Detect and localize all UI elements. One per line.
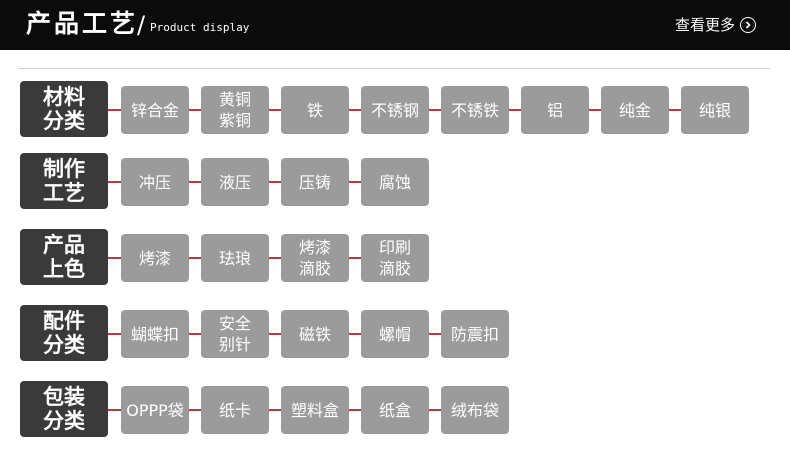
- category-label: 制作 工艺: [20, 153, 108, 209]
- option-chip[interactable]: 塑料盒: [281, 386, 349, 434]
- option-chip[interactable]: 纸盒: [361, 386, 429, 434]
- option-chip[interactable]: 烤漆 滴胶: [281, 234, 349, 282]
- option-chip[interactable]: 纯银: [681, 86, 749, 134]
- page-header: 产品工艺 / Product display 查看更多: [0, 0, 790, 50]
- option-chip[interactable]: 液压: [201, 158, 269, 206]
- option-chip[interactable]: 蝴蝶扣: [121, 310, 189, 358]
- category-label: 产品 上色: [20, 229, 108, 285]
- option-chip[interactable]: 烤漆: [121, 234, 189, 282]
- page-subtitle: Product display: [150, 21, 250, 34]
- option-chip[interactable]: 纯金: [601, 86, 669, 134]
- option-chip[interactable]: 珐琅: [201, 234, 269, 282]
- option-chip[interactable]: 铝: [521, 86, 589, 134]
- category-label: 配件 分类: [20, 305, 108, 361]
- category-row: 配件 分类蝴蝶扣安全 别针磁铁螺帽防震扣: [20, 305, 780, 363]
- option-chip[interactable]: 安全 别针: [201, 310, 269, 358]
- category-row: 包装 分类 OPPP袋纸卡塑料盒纸盒绒布袋: [20, 381, 780, 439]
- category-label: 包装 分类: [20, 381, 108, 437]
- category-row: 材料 分类锌合金黄铜 紫铜铁不锈钢不锈铁铝纯金纯银: [20, 81, 780, 139]
- option-chip[interactable]: 锌合金: [121, 86, 189, 134]
- option-chip[interactable]: 铁: [281, 86, 349, 134]
- option-chip[interactable]: 不锈铁: [441, 86, 509, 134]
- view-more-label: 查看更多: [674, 16, 735, 34]
- option-chip[interactable]: 不锈钢: [361, 86, 429, 134]
- option-chip[interactable]: 腐蚀: [361, 158, 429, 206]
- option-chip[interactable]: 印刷 滴胶: [361, 234, 429, 282]
- title-slash: /: [137, 11, 146, 39]
- option-chip[interactable]: OPPP袋: [121, 386, 189, 434]
- option-chip[interactable]: 黄铜 紫铜: [201, 86, 269, 134]
- page-title: 产品工艺: [26, 9, 139, 38]
- view-more-link[interactable]: 查看更多: [675, 15, 756, 35]
- option-chip[interactable]: 冲压: [121, 158, 189, 206]
- option-chip[interactable]: 螺帽: [361, 310, 429, 358]
- option-chip[interactable]: 绒布袋: [441, 386, 509, 434]
- category-label: 材料 分类: [20, 81, 108, 137]
- option-chip[interactable]: 纸卡: [201, 386, 269, 434]
- divider: [18, 68, 770, 69]
- option-chip[interactable]: 磁铁: [281, 310, 349, 358]
- option-chip[interactable]: 防震扣: [441, 310, 509, 358]
- category-row: 制作 工艺冲压液压压铸腐蚀: [20, 153, 780, 211]
- option-chip[interactable]: 压铸: [281, 158, 349, 206]
- category-row: 产品 上色烤漆珐琅烤漆 滴胶印刷 滴胶: [20, 229, 780, 287]
- chevron-right-circle-icon: [740, 17, 756, 33]
